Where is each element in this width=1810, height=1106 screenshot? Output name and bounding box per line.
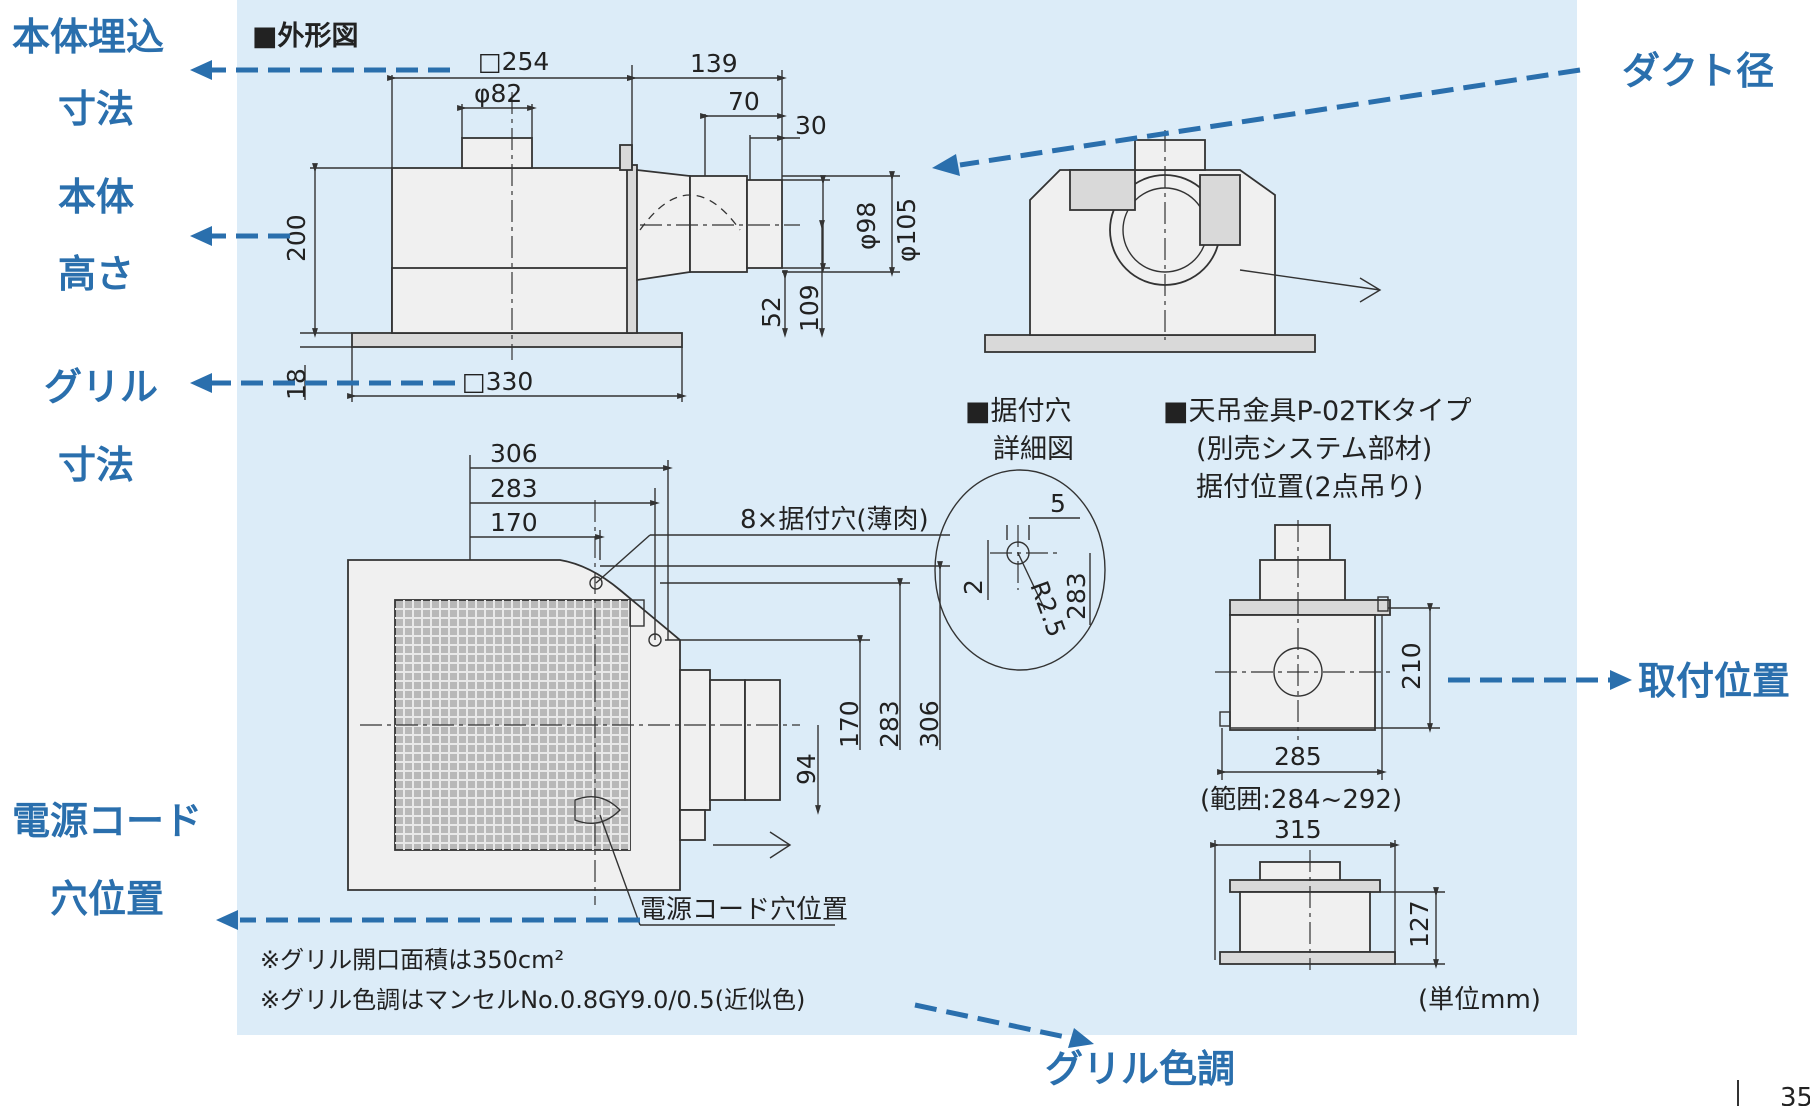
duct-section: [689, 175, 748, 273]
bracket-w315: 315: [1274, 815, 1322, 844]
cord-label: 電源コード穴位置: [640, 895, 848, 925]
dim-h52: 52: [757, 296, 786, 328]
bracket-view: ■天吊金具P-02TKタイプ (別売システム部材) 据付位置(2点吊り) 210…: [1163, 396, 1472, 970]
section-title: ■外形図: [252, 21, 359, 52]
front-motor: [1199, 174, 1241, 246]
note-1: ※グリル開口面積は350cm²: [260, 946, 564, 974]
callout-cord-2: 穴位置: [50, 877, 165, 921]
bracket-title-2: (別売システム部材): [1196, 434, 1432, 465]
plan-w170: 170: [490, 508, 538, 537]
grille-flange: [351, 332, 683, 348]
hole-detail-ellipse: [934, 469, 1106, 671]
dim-grille: □330: [462, 367, 533, 396]
dim-d105: φ105: [892, 198, 921, 262]
cord-hole: [574, 796, 621, 824]
dim-embed: □254: [478, 47, 549, 76]
callout-grille-2: 寸法: [58, 443, 135, 487]
hole-d2: 2: [959, 579, 988, 595]
arrow-duct: [959, 67, 1581, 168]
callout-cord-1: 電源コード: [12, 799, 203, 843]
plan-duct-1: [679, 669, 711, 811]
bracket-top-outlet: [1274, 524, 1331, 561]
bracket-title-1: ■天吊金具P-02TKタイプ: [1163, 396, 1472, 427]
dim-w139: 139: [690, 49, 738, 78]
dim-w70: 70: [728, 87, 760, 116]
bracket-w285: 285: [1274, 742, 1322, 771]
bracket-h210: 210: [1397, 642, 1426, 690]
callout-color: グリル色調: [1045, 1047, 1236, 1091]
bracket-b-top: [1259, 861, 1341, 883]
arrow-color: [914, 1002, 1071, 1041]
hidden-curve: [639, 194, 741, 231]
dim-h109: 109: [795, 284, 824, 332]
hole-title-2: 詳細図: [993, 434, 1074, 465]
plan-w306: 306: [490, 439, 538, 468]
callout-grille-1: グリル: [44, 365, 159, 409]
callout-duct: ダクト径: [1622, 49, 1775, 93]
callout-height-1: 本体: [58, 175, 135, 219]
mount-plate: [626, 164, 638, 334]
callout-embed-1: 本体埋込: [12, 15, 165, 59]
bracket-range: (範囲:284~292): [1200, 785, 1402, 815]
plan-h283: 283: [875, 700, 904, 748]
bracket-h127: 127: [1405, 900, 1434, 948]
hole-d5: 5: [1050, 489, 1066, 518]
dim-d82: φ82: [474, 79, 522, 108]
unit-label: (単位mm): [1418, 985, 1541, 1015]
callout-mount: 取付位置: [1638, 659, 1791, 703]
plan-view: 306 283 170 8×据付穴(薄肉) 170 283 306 94 電源コ…: [347, 439, 950, 926]
front-box: [1069, 169, 1136, 211]
plan-h94: 94: [792, 753, 821, 785]
plan-duct-3: [744, 679, 781, 801]
bracket-title-3: 据付位置(2点吊り): [1196, 472, 1423, 503]
callout-arrows: [190, 60, 1632, 1048]
page-number: 35: [1780, 1083, 1810, 1106]
front-flange: [984, 334, 1316, 353]
bracket-b-flange: [1219, 951, 1396, 965]
plan-h170: 170: [835, 700, 864, 748]
plan-h306: 306: [915, 700, 944, 748]
callout-embed-2: 寸法: [58, 87, 135, 131]
hole-d283: 283: [1062, 572, 1091, 620]
dim-d98: φ98: [852, 202, 881, 250]
hole-label: 8×据付穴(薄肉): [740, 505, 929, 535]
top-outlet: [461, 137, 533, 169]
note-2: ※グリル色調はマンセルNo.0.8GY9.0/0.5(近似色): [260, 986, 805, 1014]
bracket-b-plate: [1229, 879, 1381, 893]
dim-w30: 30: [795, 111, 827, 140]
hole-detail: ■据付穴 詳細図 5 2 R2.5 283: [934, 396, 1106, 671]
duct-end: [746, 179, 783, 269]
callout-height-2: 高さ: [58, 252, 135, 296]
front-cord: [1239, 269, 1382, 303]
plan-cord-stub: [679, 809, 706, 841]
front-top: [1134, 139, 1206, 171]
front-view: [984, 130, 1382, 353]
mount-tab: [619, 144, 633, 171]
bracket-plate: [1229, 599, 1391, 616]
plan-w283: 283: [490, 474, 538, 503]
plan-duct-2: [709, 679, 746, 801]
bracket-b-body: [1239, 891, 1371, 953]
hole-title-1: ■据付穴: [965, 396, 1072, 427]
bracket-top-box: [1259, 559, 1346, 606]
side-view: □254 φ82 139 70 30 200 18 φ98 φ105 52: [282, 47, 921, 402]
